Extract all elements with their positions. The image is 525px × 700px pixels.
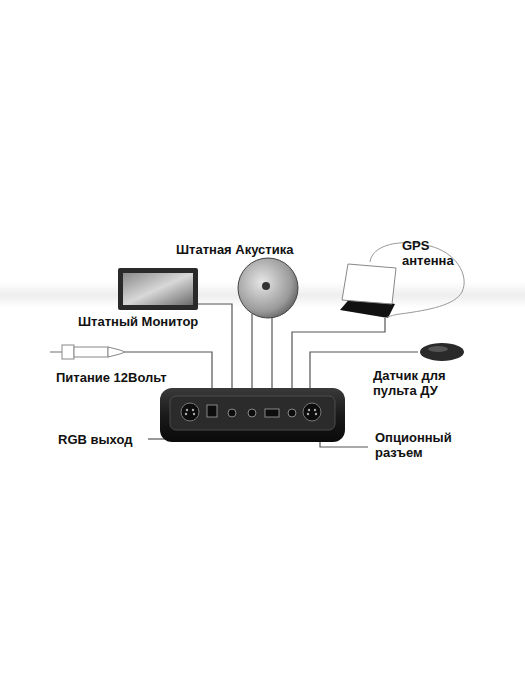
power-plug: [50, 345, 125, 359]
remote-sensor: [420, 343, 464, 361]
part-name: Питание 12Вольт: [56, 370, 167, 385]
port-name: RGB выход: [58, 432, 133, 447]
part-name: Штатная Акустика: [176, 242, 293, 257]
part-name: Штатный Монитор: [78, 314, 198, 329]
part-name: Датчик для пульта ДУ: [373, 368, 468, 398]
device-box: [160, 388, 345, 442]
speaker: [238, 258, 298, 318]
port-name: Опционный разъем: [375, 430, 460, 460]
part-name: GPS антенна: [402, 238, 464, 268]
monitor: [118, 268, 198, 310]
